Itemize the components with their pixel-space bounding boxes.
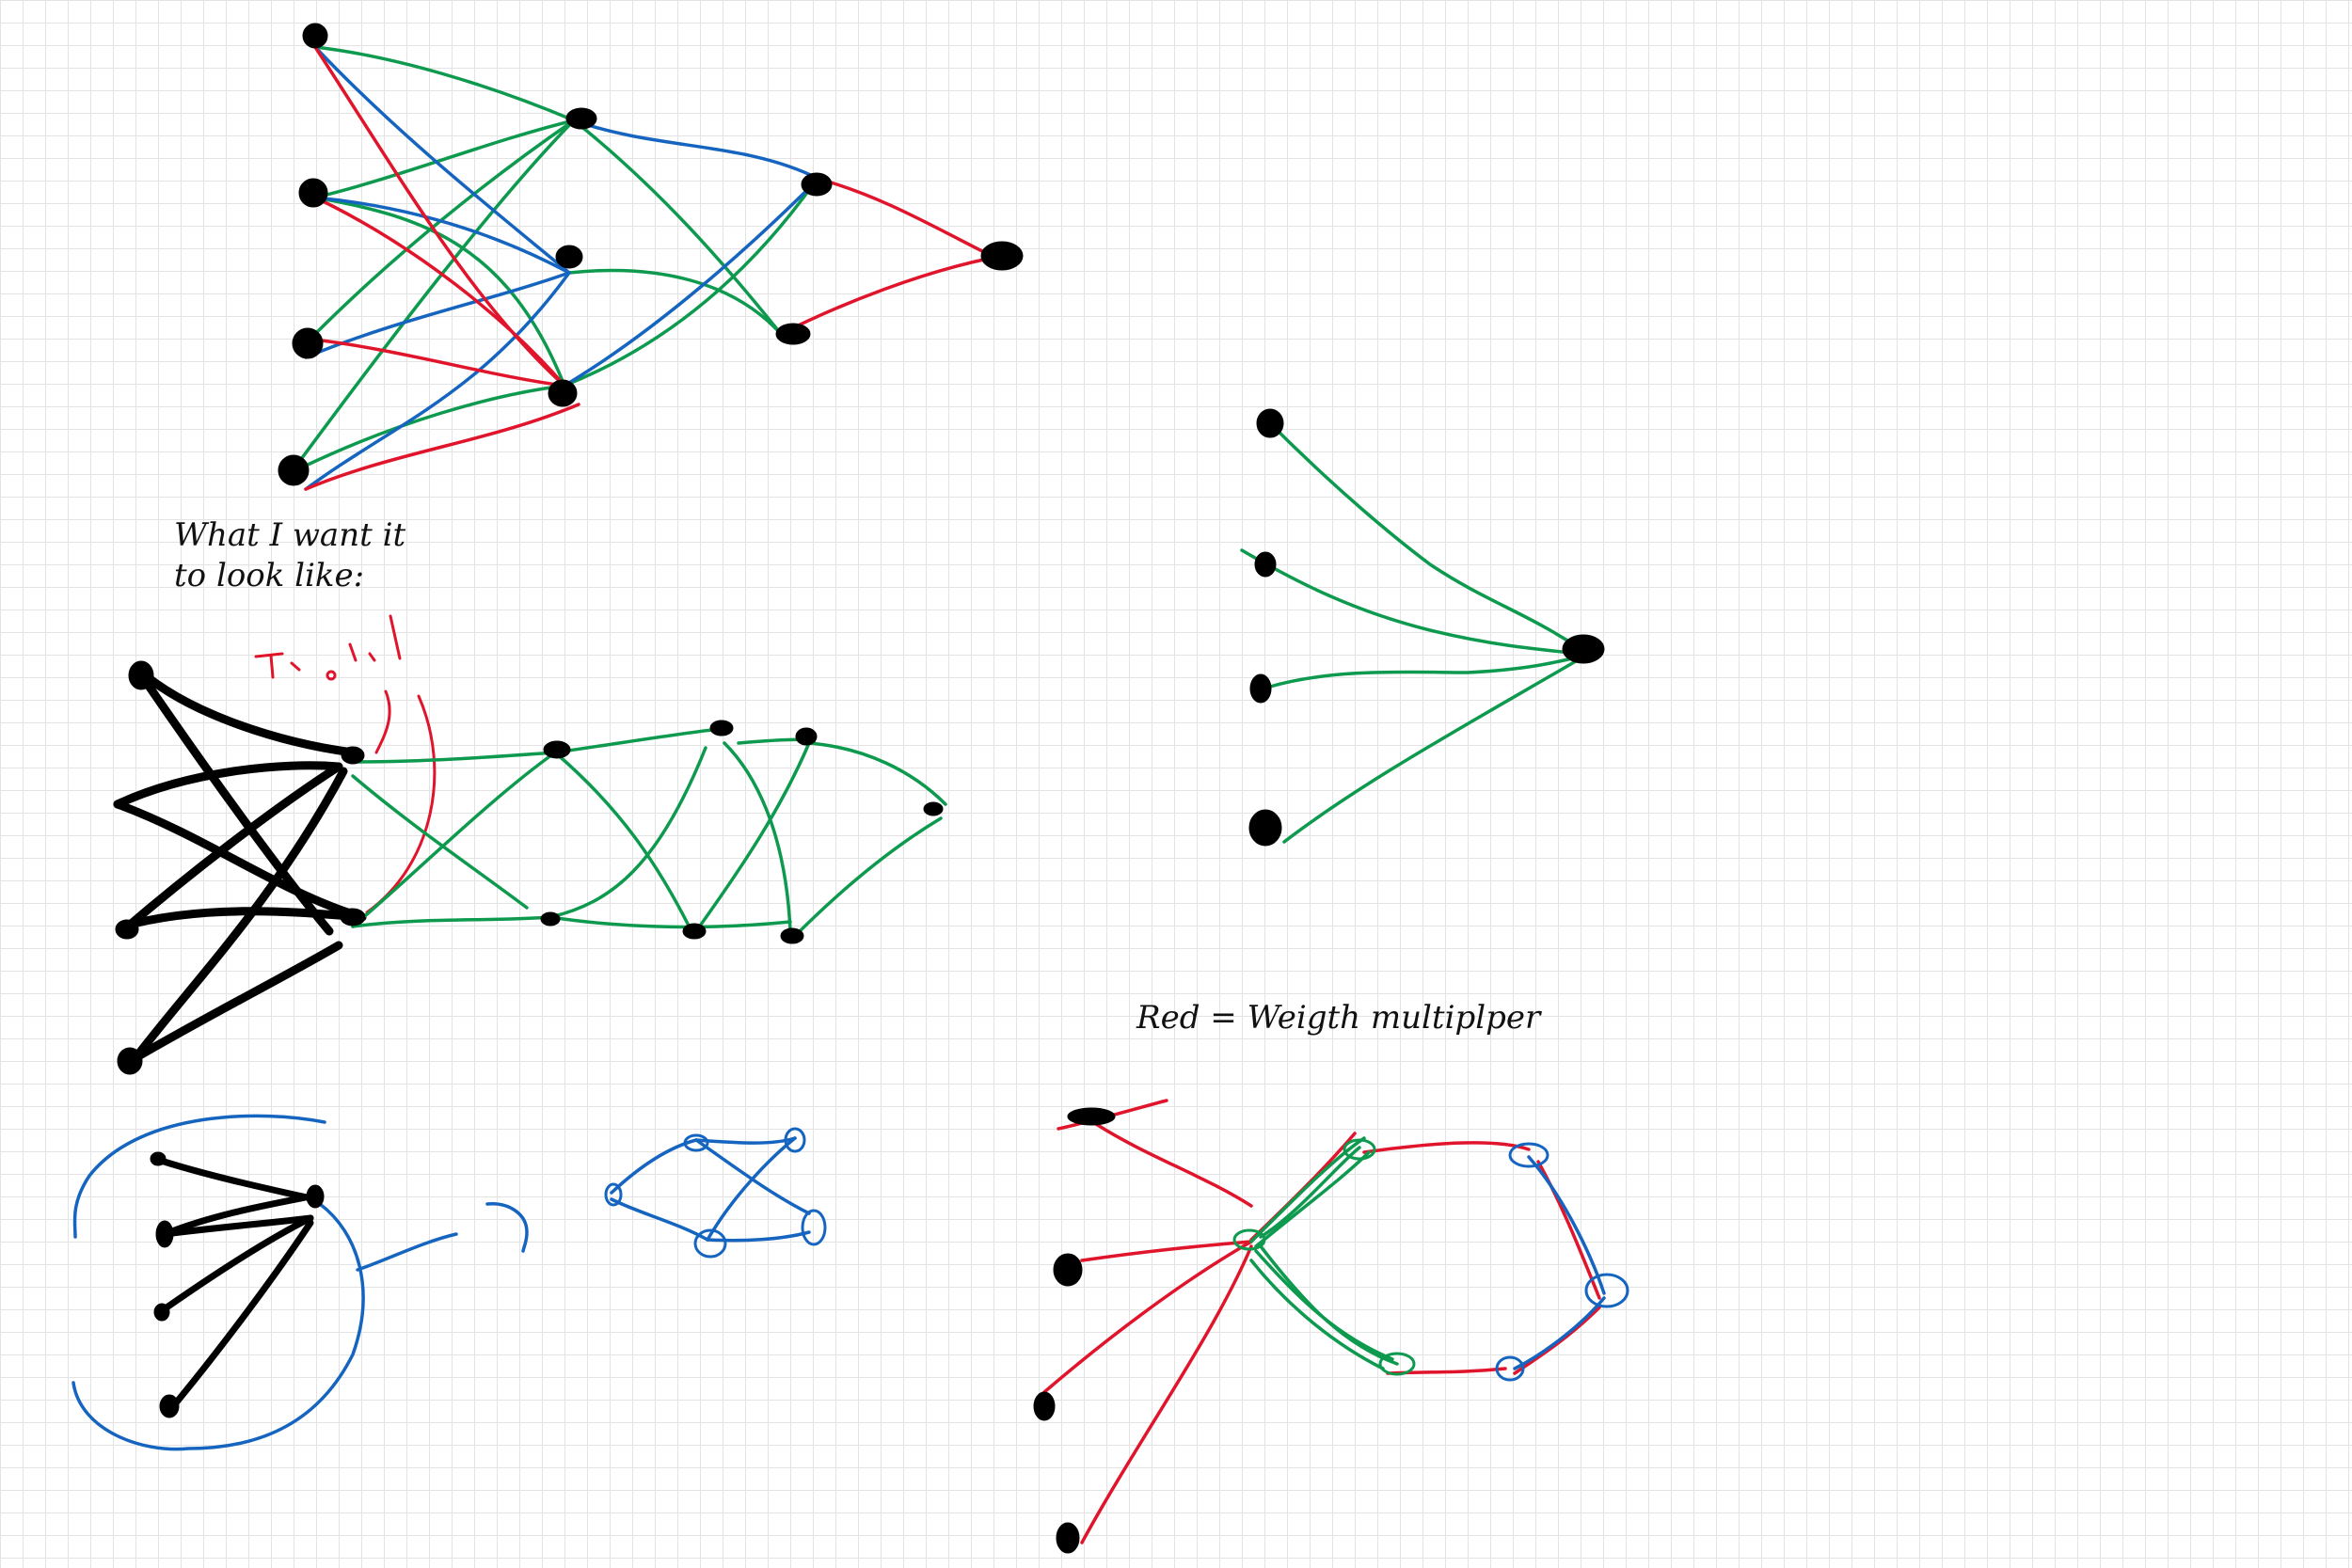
network-node	[548, 379, 578, 407]
fan-in-nodes	[1248, 408, 1605, 847]
input-node	[115, 919, 139, 940]
fan-in-output-node	[1562, 634, 1605, 664]
input-node	[340, 908, 366, 927]
network-node	[801, 172, 833, 197]
desired-network-sketch	[113, 614, 947, 1075]
note-line-2: to look like:	[174, 557, 364, 594]
fan-in-node	[1254, 551, 1277, 578]
input-node	[117, 1047, 143, 1075]
fan-in-node	[1256, 408, 1284, 438]
fan-in-node	[1248, 809, 1282, 847]
network-node	[565, 107, 597, 130]
network-edges-green	[294, 45, 816, 467]
output-node	[923, 801, 944, 816]
weight-input-node	[1067, 1107, 1116, 1126]
weight-multiplier-sketch	[1033, 1099, 1629, 1554]
fan-in-sketch	[1240, 408, 1605, 847]
weight-input-node	[1053, 1253, 1083, 1287]
green-chain-edges	[351, 727, 947, 938]
network-node	[278, 454, 310, 486]
black-crossing-edges	[113, 663, 367, 1068]
handwritten-note: What I want it to look like:	[174, 516, 405, 594]
network-node	[298, 178, 328, 208]
legend-text: Red = Weigth multiplper	[1136, 999, 1542, 1037]
hidden-node	[795, 727, 818, 746]
group-node	[150, 1151, 167, 1166]
arrow-to-compact-form	[356, 1202, 529, 1272]
weight-nodes	[1033, 1107, 1116, 1554]
network-node	[302, 23, 328, 49]
network-node	[980, 241, 1024, 271]
hidden-node	[682, 923, 707, 940]
fan-in-edges	[1240, 421, 1582, 844]
hidden-node	[540, 911, 561, 927]
weight-green-edges	[1232, 1136, 1416, 1376]
group-node	[153, 1303, 170, 1322]
fully-connected-network-sketch	[278, 23, 1024, 491]
desired-nodes	[115, 660, 944, 1075]
note-line-1: What I want it	[174, 516, 405, 554]
network-node	[292, 327, 324, 359]
network-node	[555, 245, 583, 269]
group-node	[159, 1394, 180, 1418]
network-edges-red	[304, 45, 990, 491]
blue-grouping-circle	[72, 1114, 365, 1451]
weight-blue-edges	[1495, 1142, 1629, 1382]
network-nodes	[278, 23, 1024, 486]
grouped-subnetwork-sketch	[72, 1114, 827, 1451]
group-node	[155, 1220, 174, 1248]
hidden-node	[543, 740, 571, 759]
input-node	[128, 660, 154, 690]
weight-input-node	[1033, 1391, 1056, 1421]
fan-in-node	[1249, 673, 1272, 704]
network-node	[775, 323, 811, 345]
hidden-node	[780, 927, 804, 944]
group-node	[306, 1184, 325, 1209]
hidden-node	[709, 720, 734, 736]
input-node	[341, 746, 365, 765]
grouped-black-edges	[151, 1155, 324, 1415]
weight-red-edges	[1042, 1099, 1601, 1544]
grouped-nodes	[150, 1151, 325, 1418]
compact-blue-network	[604, 1127, 827, 1259]
weight-input-node	[1056, 1522, 1080, 1554]
